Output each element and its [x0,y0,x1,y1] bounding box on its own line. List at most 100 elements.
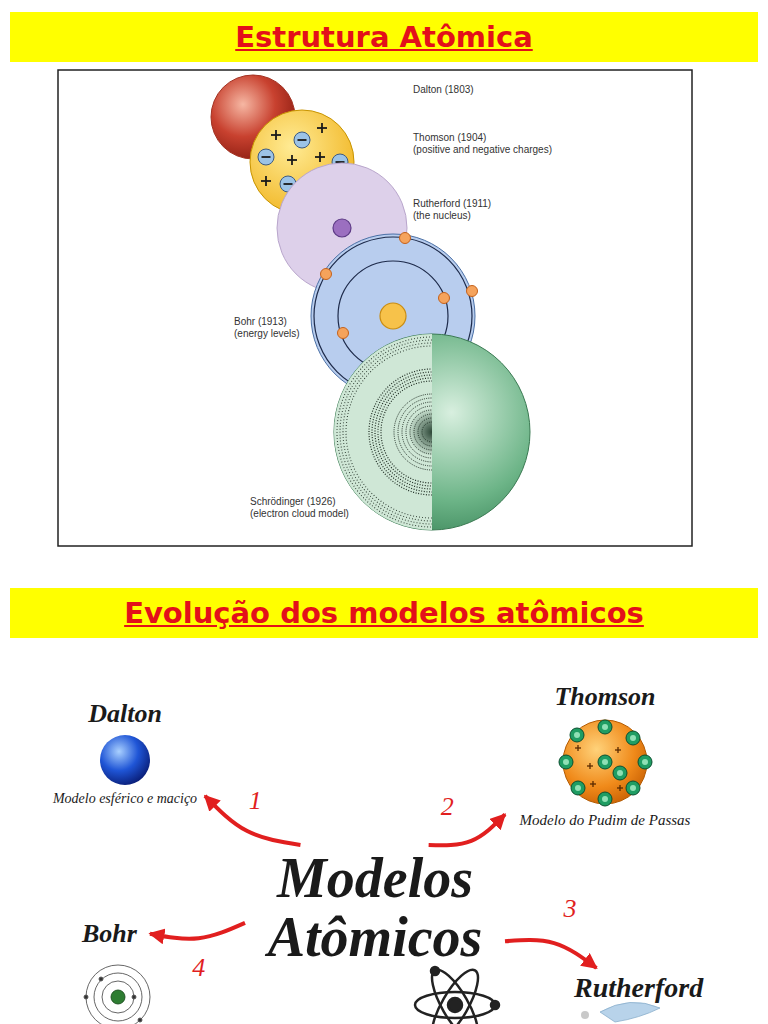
cloud-stipple [398,398,432,466]
plum-pudding [575,745,581,751]
plum-pudding [598,755,612,769]
cloud-stipple [394,394,432,470]
bohr-icon [84,965,150,1024]
cloud-stipple [378,378,432,486]
plum-pudding [571,781,585,795]
atom-icon [424,964,487,1024]
model-node: ThomsonModelo do Pudim de Passas [505,678,705,833]
rutherford-icon [600,1002,660,1022]
model-label: Thomson (1904) [413,132,486,144]
plum-pudding [626,781,640,795]
title-band: Evolução dos modelos atômicos [10,588,758,638]
cloud-stipple [337,337,432,527]
page-title: Estrutura Atômica [235,12,533,62]
arrow-connector [505,940,596,968]
model-label: (the nucleus) [413,210,471,222]
cloud-stipple [343,343,432,521]
model-label: (positive and negative charges) [413,144,552,156]
atom-icon [431,967,439,975]
bohr-model [439,293,450,304]
plum-pudding [559,720,652,806]
model-node: Rutherford [570,968,700,1008]
model-caption: Modelo do Pudim de Passas [509,812,701,829]
electron-cloud [334,334,432,530]
bohr-icon [111,990,125,1004]
bohr-model [400,233,411,244]
dalton-sphere [100,735,150,785]
callout-number: 1 [245,787,266,815]
thomson-model [258,149,274,165]
bohr-icon [94,973,142,1021]
model-node: Bohr [78,915,150,953]
thomson-model [294,132,310,148]
bohr-icon [138,1018,142,1022]
plum-pudding [638,755,652,769]
plum-pudding [587,763,593,769]
bohr-icon [86,965,150,1024]
plum-pudding [590,781,596,787]
schrodinger-model [334,334,530,530]
model-label: (energy levels) [234,328,300,340]
model-name: Dalton [49,699,201,729]
bohr-icon [132,995,136,999]
plum-pudding [559,755,573,769]
plum-pudding [570,728,584,742]
cloud-stipple [340,340,432,524]
atom-icon [448,998,462,1012]
model-label: Dalton (1803) [413,84,474,96]
schrodinger-model [334,334,530,530]
cloud-stipple [375,375,432,489]
bohr-icon [102,981,134,1013]
thomson-model [261,176,271,186]
cloud-core [408,408,432,456]
rutherford-icon [581,1002,660,1022]
title-band: Estrutura Atômica [10,12,758,62]
cloud-stipple [369,369,432,495]
figure-frame [58,70,692,546]
bohr-icon [99,977,103,981]
image-space [509,712,701,812]
model-caption: Modelo esférico e maciço [49,791,201,807]
model-name: Thomson [509,682,701,712]
arrow-connector [150,923,245,939]
model-label: Bohr (1913) [234,316,287,328]
cloud-stipple [372,372,432,492]
thomson-model [287,155,297,165]
thomson-model [271,130,281,140]
cloud-stipple [381,381,432,483]
rutherford-icon [581,1011,589,1019]
cloud-stipple [402,402,432,462]
plum-pudding [626,731,640,745]
bohr-model [321,269,332,280]
callout-number: 2 [437,793,458,821]
atom-icon [424,964,487,1024]
rutherford-model [333,219,351,237]
atom-icon [415,992,495,1018]
dalton-sphere [100,735,150,785]
thomson-model [315,152,325,162]
bohr-model [467,286,478,297]
plum-pudding [613,766,627,780]
model-name: Bohr [82,919,146,949]
thomson-model [317,123,327,133]
plum-pudding [598,720,612,734]
bohr-model [380,303,406,329]
atom-icon [415,964,499,1024]
cloud-stipple [346,346,432,518]
callout-number: 4 [188,954,209,982]
central-title: Modelos Atômicos [249,849,501,967]
plum-pudding [615,747,621,753]
atom-icon [491,1001,499,1009]
plum-pudding [563,720,647,804]
electron-cloud [334,334,432,530]
plum-pudding [617,785,623,791]
image-space [49,729,201,791]
model-label: (electron cloud model) [250,508,349,520]
model-name: Rutherford [574,972,696,1004]
model-node: DaltonModelo esférico e maciço [45,695,205,811]
bohr-model [338,328,349,339]
bohr-icon [84,995,88,999]
section-title: Evolução dos modelos atômicos [124,588,644,638]
